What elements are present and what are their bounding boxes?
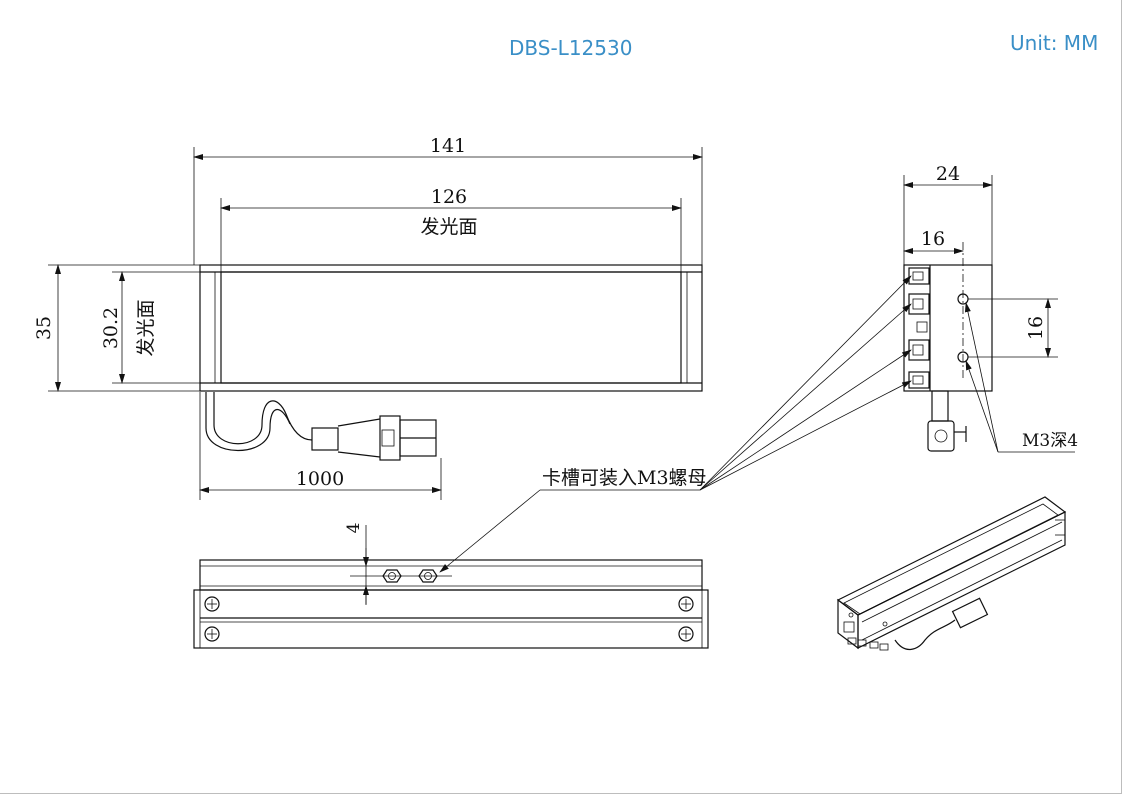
dim-emitting-length: 126 bbox=[431, 186, 467, 208]
iso-cable bbox=[894, 619, 956, 650]
cable bbox=[213, 392, 313, 445]
emitting-face-label-vertical: 发光面 bbox=[135, 299, 157, 356]
bottom-base bbox=[193, 589, 709, 649]
slot-note-leaders: 卡槽可装入M3螺母 bbox=[439, 275, 912, 573]
connector bbox=[379, 415, 401, 461]
drawing-title: DBS-L12530 bbox=[509, 36, 633, 60]
dim-height: 35 bbox=[33, 316, 55, 340]
dim-side-width: 24 bbox=[936, 163, 960, 185]
screw-icon bbox=[204, 596, 220, 612]
side-cable-connector bbox=[927, 420, 955, 452]
screw-icon bbox=[204, 626, 220, 642]
side-view: 24 16 16 M3深4 bbox=[903, 163, 1078, 453]
dim-hole-spacing: 16 bbox=[1025, 316, 1047, 340]
dim-side-inner: 16 bbox=[921, 228, 945, 250]
emitting-face-rect bbox=[220, 271, 682, 384]
bottom-rail bbox=[199, 559, 703, 591]
screw-icon bbox=[678, 596, 694, 612]
iso-connector bbox=[951, 597, 989, 629]
front-body-outline bbox=[199, 264, 703, 392]
slot-note: 卡槽可装入M3螺母 bbox=[542, 467, 707, 489]
unit-label: Unit: MM bbox=[1010, 31, 1099, 55]
screw-icon bbox=[678, 626, 694, 642]
dim-slot-offset: 4 bbox=[344, 523, 364, 534]
iso-top-face bbox=[836, 496, 1067, 616]
isometric-view bbox=[836, 496, 1067, 651]
hole-note: M3深4 bbox=[1022, 431, 1078, 451]
dim-cable-length: 1000 bbox=[296, 468, 344, 490]
front-view: 141 126 发光面 35 30.2 发光面 1000 bbox=[33, 135, 703, 500]
emitting-face-label: 发光面 bbox=[420, 216, 477, 238]
cable-plug-body bbox=[311, 427, 339, 451]
bottom-view: 4 bbox=[193, 523, 709, 649]
dim-overall-length: 141 bbox=[430, 135, 466, 157]
dim-emitting-height: 30.2 bbox=[100, 307, 122, 349]
